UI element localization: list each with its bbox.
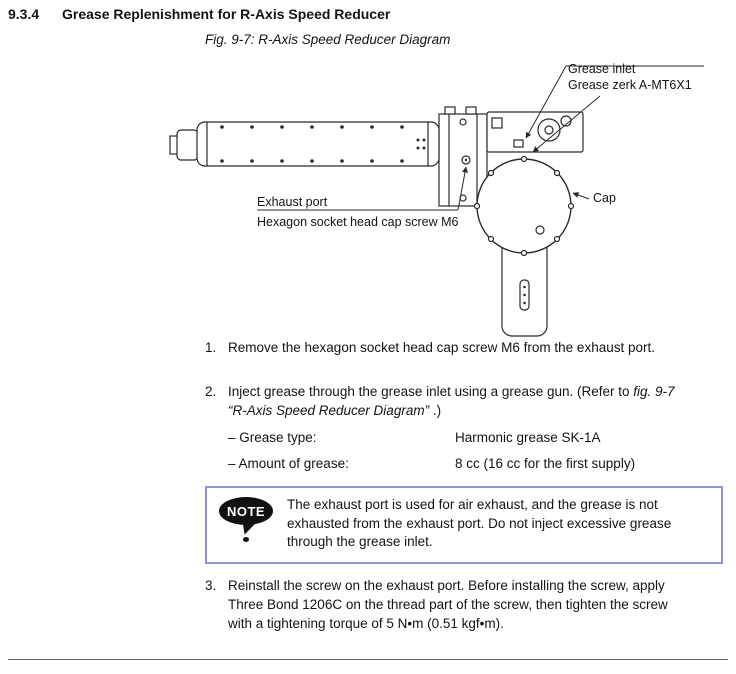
note-text: The exhaust port is used for air exhaust… xyxy=(287,497,672,549)
label-exhaust-port: Exhaust port xyxy=(257,195,328,209)
grease-type-label: – Grease type: xyxy=(228,430,317,445)
step-2: 2. Inject grease through the grease inle… xyxy=(205,382,683,420)
grease-amount-value: 8 cc (16 cc for the first supply) xyxy=(455,456,636,471)
figure-caption: Fig. 9-7: R-Axis Speed Reducer Diagram xyxy=(205,32,451,47)
label-cap: Cap xyxy=(593,191,616,205)
step-1: 1. Remove the hexagon socket head cap sc… xyxy=(205,338,683,357)
section-title: Grease Replenishment for R-Axis Speed Re… xyxy=(62,6,391,22)
note-bubble-tail xyxy=(239,521,255,537)
step-2-text-post: .) xyxy=(429,403,442,418)
step-3: 3. Reinstall the screw on the exhaust po… xyxy=(205,576,683,633)
note-box: NOTE The exhaust port is used for air ex… xyxy=(205,486,723,564)
step-3-number: 3. xyxy=(205,578,217,593)
note-badge: NOTE xyxy=(219,497,273,525)
step-1-number: 1. xyxy=(205,340,217,355)
figure-diagram: Grease inlet Grease zerk A-MT6X1 Exhaust… xyxy=(0,52,736,344)
step-2-text-pre: Inject grease through the grease inlet u… xyxy=(228,384,634,399)
grease-amount-label: – Amount of grease: xyxy=(228,456,349,471)
label-grease-inlet: Grease inlet xyxy=(568,62,636,76)
speed-reducer-drawing xyxy=(169,65,704,337)
step-2-text-ref: fig. 9-7 “R-Axis Speed Reducer Diagram” xyxy=(228,384,675,418)
step-1-text: Remove the hexagon socket head cap screw… xyxy=(228,340,655,355)
label-hex-screw: Hexagon socket head cap screw M6 xyxy=(257,215,459,229)
note-icon: NOTE xyxy=(219,497,275,543)
grease-type-value: Harmonic grease SK-1A xyxy=(455,430,601,445)
label-grease-zerk: Grease zerk A-MT6X1 xyxy=(568,78,692,92)
step-2-number: 2. xyxy=(205,384,217,399)
step-2-text: Inject grease through the grease inlet u… xyxy=(228,382,683,420)
note-bubble-dot xyxy=(243,537,249,542)
step-3-text: Reinstall the screw on the exhaust port.… xyxy=(228,578,668,631)
footer-rule xyxy=(8,659,728,660)
section-number: 9.3.4 xyxy=(8,6,40,22)
